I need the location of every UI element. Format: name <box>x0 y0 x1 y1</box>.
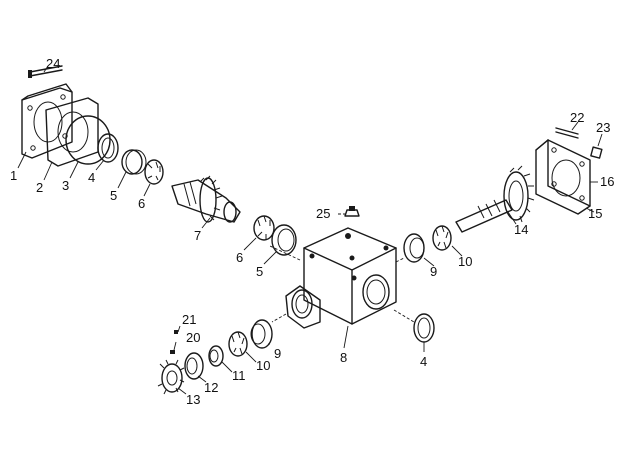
bearing-cup-5a <box>121 149 147 175</box>
oring-seal <box>65 115 111 165</box>
callout-16: 16 <box>600 174 614 189</box>
callout-9b: 9 <box>274 346 281 361</box>
callout-20: 20 <box>186 330 200 345</box>
plug-25 <box>344 206 360 217</box>
input-flange-cover <box>21 83 73 159</box>
callout-22: 22 <box>570 110 584 125</box>
assembly-axis-lines <box>269 213 415 323</box>
bearing-cone-10b <box>228 331 248 357</box>
callout-4: 4 <box>88 170 95 185</box>
callout-21: 21 <box>182 312 196 327</box>
callout-5b: 5 <box>256 264 263 279</box>
gearbox-housing <box>285 227 397 329</box>
spacer-11 <box>208 345 224 367</box>
bearing-cone-6a <box>144 159 164 185</box>
callout-1: 1 <box>10 168 17 183</box>
callout-12: 12 <box>204 380 218 395</box>
bearing-cup-5b <box>271 224 297 256</box>
bearing-cone-10a <box>432 225 452 251</box>
bolt-22 <box>555 127 579 139</box>
callout-5: 5 <box>110 188 117 203</box>
callout-15: 15 <box>588 206 602 221</box>
pinion-gear-shaft <box>171 175 241 223</box>
seal-ring-4b <box>413 313 435 343</box>
nut-23 <box>590 146 603 159</box>
callout-6: 6 <box>138 196 145 211</box>
callout-8: 8 <box>340 350 347 365</box>
callout-25: 25 <box>316 206 330 221</box>
pin-21 <box>174 330 178 334</box>
callout-11: 11 <box>232 368 246 383</box>
bearing-cup-9a <box>403 233 425 263</box>
washer-12 <box>184 352 204 380</box>
callout-24: 24 <box>46 56 60 71</box>
callout-7: 7 <box>194 228 201 243</box>
callout-labels: 1 2 3 4 5 6 7 6 5 25 24 22 23 16 15 14 1… <box>10 56 614 407</box>
callout-3: 3 <box>62 178 69 193</box>
leader-lines <box>17 65 603 395</box>
callout-10a: 10 <box>458 254 472 269</box>
bevel-gear-13 <box>157 359 185 395</box>
bearing-cone-6b <box>253 215 275 241</box>
ring-gear-shaft-14 <box>455 165 535 233</box>
output-flange-cover-15 <box>535 139 591 215</box>
seal-ring-4a <box>97 133 119 163</box>
bearing-cup-9b <box>250 319 273 349</box>
callout-14: 14 <box>514 222 528 237</box>
callout-2: 2 <box>36 180 43 195</box>
callout-4b: 4 <box>420 354 427 369</box>
key-20 <box>170 350 175 354</box>
callout-23: 23 <box>596 120 610 135</box>
callout-6b: 6 <box>236 250 243 265</box>
callout-9a: 9 <box>430 264 437 279</box>
callout-13: 13 <box>186 392 200 407</box>
callout-10b: 10 <box>256 358 270 373</box>
